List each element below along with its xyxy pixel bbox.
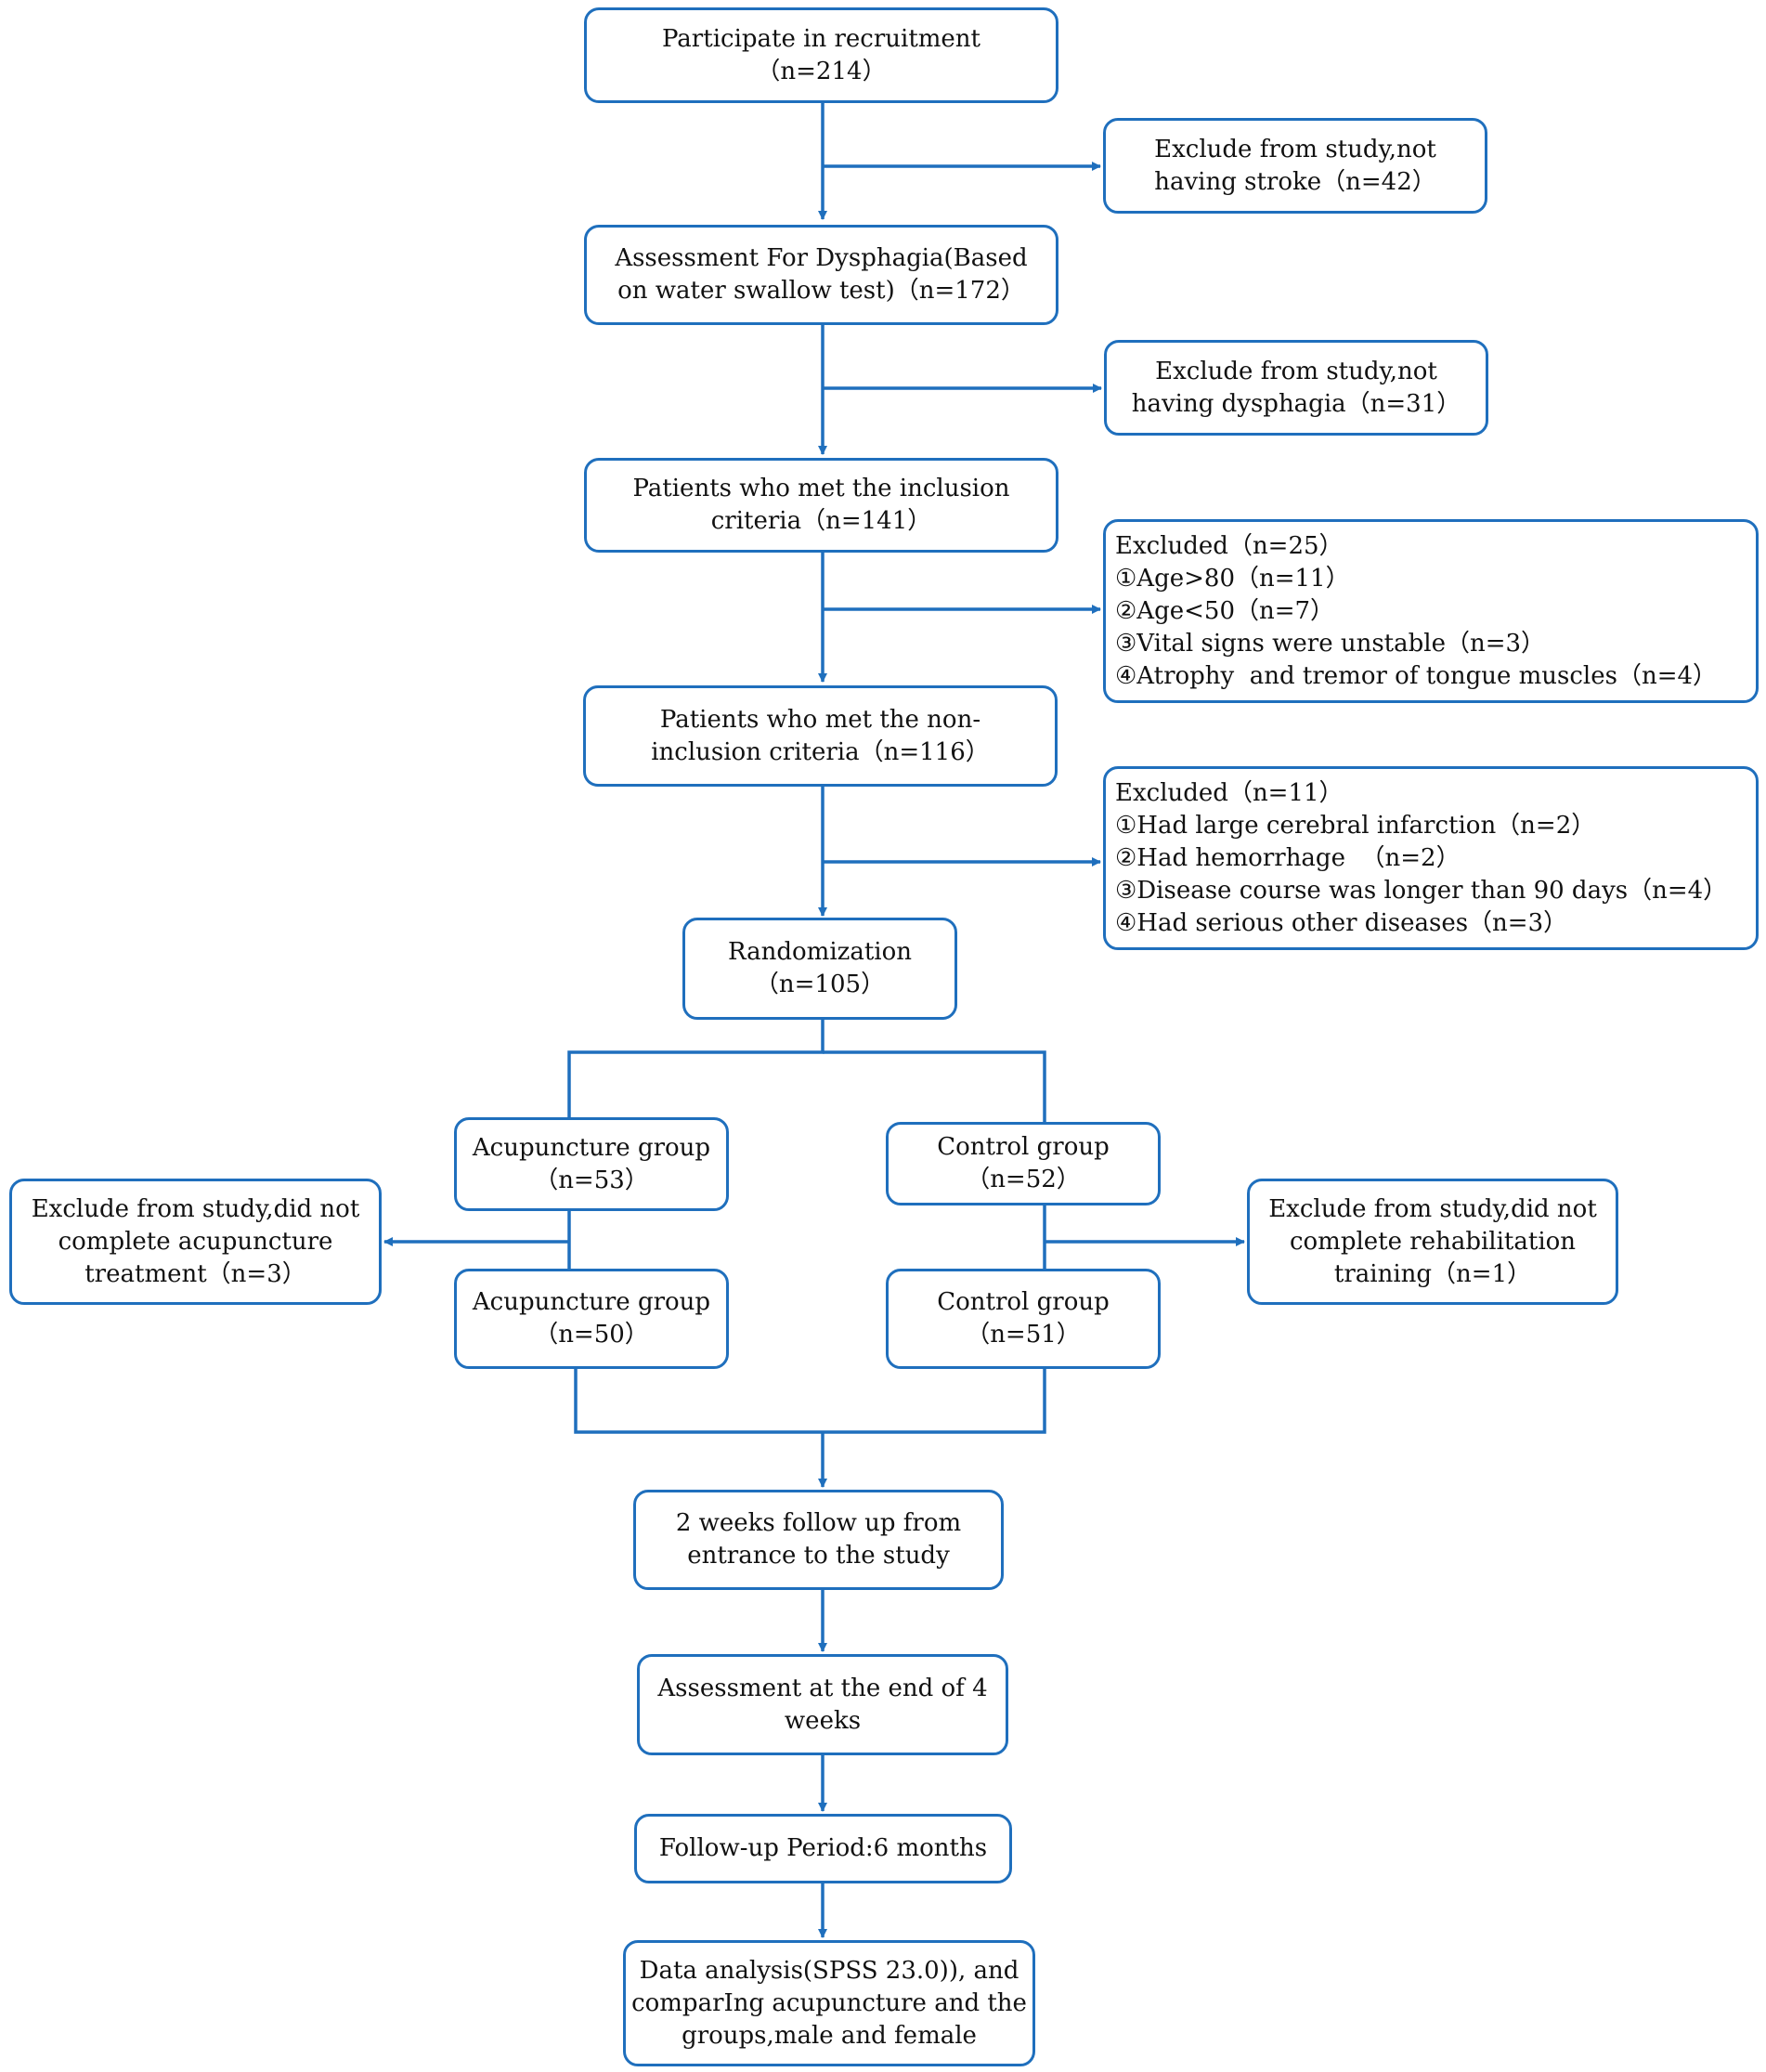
connector-randomization-split-right [823, 1050, 1046, 1122]
box-line: having dysphagia（n=31） [1131, 389, 1461, 418]
connector-merge-groups [574, 1369, 1046, 1434]
box-line: Assessment For Dysphagia(Based [615, 244, 1028, 272]
box-line: ③Vital signs were unstable（n=3） [1115, 629, 1546, 658]
followup-2-weeks-box: 2 weeks follow up from entrance to the s… [633, 1490, 1004, 1590]
control-group-52-box: Control group （n=52） [886, 1122, 1161, 1205]
box-line: Exclude from study,did not [1268, 1194, 1597, 1223]
box-line: criteria（n=141） [710, 507, 932, 535]
box-line: （n=214） [756, 57, 887, 85]
data-analysis-box: Data analysis(SPSS 23.0)), and comparIng… [623, 1940, 1035, 2066]
control-group-51-box: Control group （n=51） [886, 1269, 1161, 1369]
box-line: entrance to the study [687, 1542, 950, 1570]
box-line: Data analysis(SPSS 23.0)), and [639, 1956, 1019, 1985]
non-inclusion-criteria-box: Patients who met the non- inclusion crit… [583, 685, 1058, 787]
acupuncture-group-53-box: Acupuncture group （n=53） [454, 1117, 729, 1211]
assessment-dysphagia-box: Assessment For Dysphagia(Based on water … [584, 225, 1058, 325]
box-line: （n=51） [966, 1321, 1081, 1349]
box-line: Exclude from study,did not [31, 1194, 360, 1223]
recruitment-box: Participate in recruitment （n=214） [584, 7, 1058, 103]
box-line: Participate in recruitment [661, 24, 980, 53]
box-line: ④Had serious other diseases（n=3） [1115, 908, 1568, 937]
box-line: （n=52） [966, 1166, 1081, 1193]
box-line: Patients who met the non- [659, 705, 981, 734]
box-line: ③Disease course was longer than 90 days（… [1115, 876, 1728, 905]
box-line: Randomization [727, 938, 913, 966]
box-line: 2 weeks follow up from [675, 1509, 962, 1537]
box-line: inclusion criteria（n=116） [651, 737, 990, 766]
box-line: Exclude from study,not [1154, 135, 1436, 163]
box-line: complete rehabilitation [1289, 1227, 1577, 1256]
randomization-box: Randomization （n=105） [682, 918, 957, 1020]
box-line: Acupuncture group [472, 1288, 711, 1316]
box-line: on water swallow test)（n=172） [617, 277, 1025, 305]
exclude-stroke-box: Exclude from study,not having stroke（n=4… [1103, 118, 1487, 214]
box-line: Control group [937, 1133, 1110, 1161]
box-line: ②Had hemorrhage （n=2） [1115, 843, 1461, 872]
followup-6-months-box: Follow-up Period:6 months [634, 1814, 1012, 1883]
box-line: ①Had large cerebral infarction（n=2） [1115, 811, 1596, 840]
box-line: （n=50） [534, 1321, 649, 1349]
box-line: Excluded（n=11） [1115, 778, 1344, 807]
connector-randomization-split [567, 1020, 825, 1117]
box-line: Follow-up Period:6 months [658, 1834, 988, 1862]
box-line: （n=105） [754, 971, 886, 998]
box-line: complete acupuncture [58, 1227, 333, 1256]
exclude-dysphagia-box: Exclude from study,not having dysphagia（… [1104, 340, 1488, 436]
excluded-11-box: Excluded（n=11） ①Had large cerebral infar… [1103, 766, 1759, 950]
assessment-4-weeks-box: Assessment at the end of 4 weeks [637, 1654, 1008, 1755]
box-line: Acupuncture group [472, 1133, 711, 1162]
box-line: having stroke（n=42） [1154, 167, 1436, 196]
box-line: Control group [937, 1288, 1110, 1316]
box-line: treatment（n=3） [84, 1259, 306, 1288]
box-line: groups,male and female [682, 2021, 977, 2050]
box-line: Exclude from study,not [1155, 357, 1437, 385]
acupuncture-group-50-box: Acupuncture group （n=50） [454, 1269, 729, 1369]
box-line: ②Age<50（n=7） [1115, 596, 1335, 625]
box-line: weeks [784, 1706, 862, 1735]
exclude-acupuncture-box: Exclude from study,did not complete acup… [9, 1179, 382, 1305]
box-line: Patients who met the inclusion [632, 475, 1010, 502]
box-line: ①Age>80（n=11） [1115, 564, 1350, 593]
box-line: （n=53） [534, 1166, 649, 1194]
box-line: Assessment at the end of 4 [657, 1674, 988, 1702]
excluded-25-box: Excluded（n=25） ①Age>80（n=11） ②Age<50（n=7… [1103, 519, 1759, 703]
box-line: training（n=1） [1333, 1259, 1532, 1288]
box-line: Excluded（n=25） [1115, 531, 1344, 560]
box-line: ④Atrophy and tremor of tongue muscles（n=… [1115, 661, 1718, 690]
box-line: comparIng acupuncture and the [631, 1988, 1027, 2017]
inclusion-criteria-box: Patients who met the inclusion criteria（… [584, 458, 1058, 553]
exclude-rehabilitation-box: Exclude from study,did not complete reha… [1247, 1179, 1618, 1305]
